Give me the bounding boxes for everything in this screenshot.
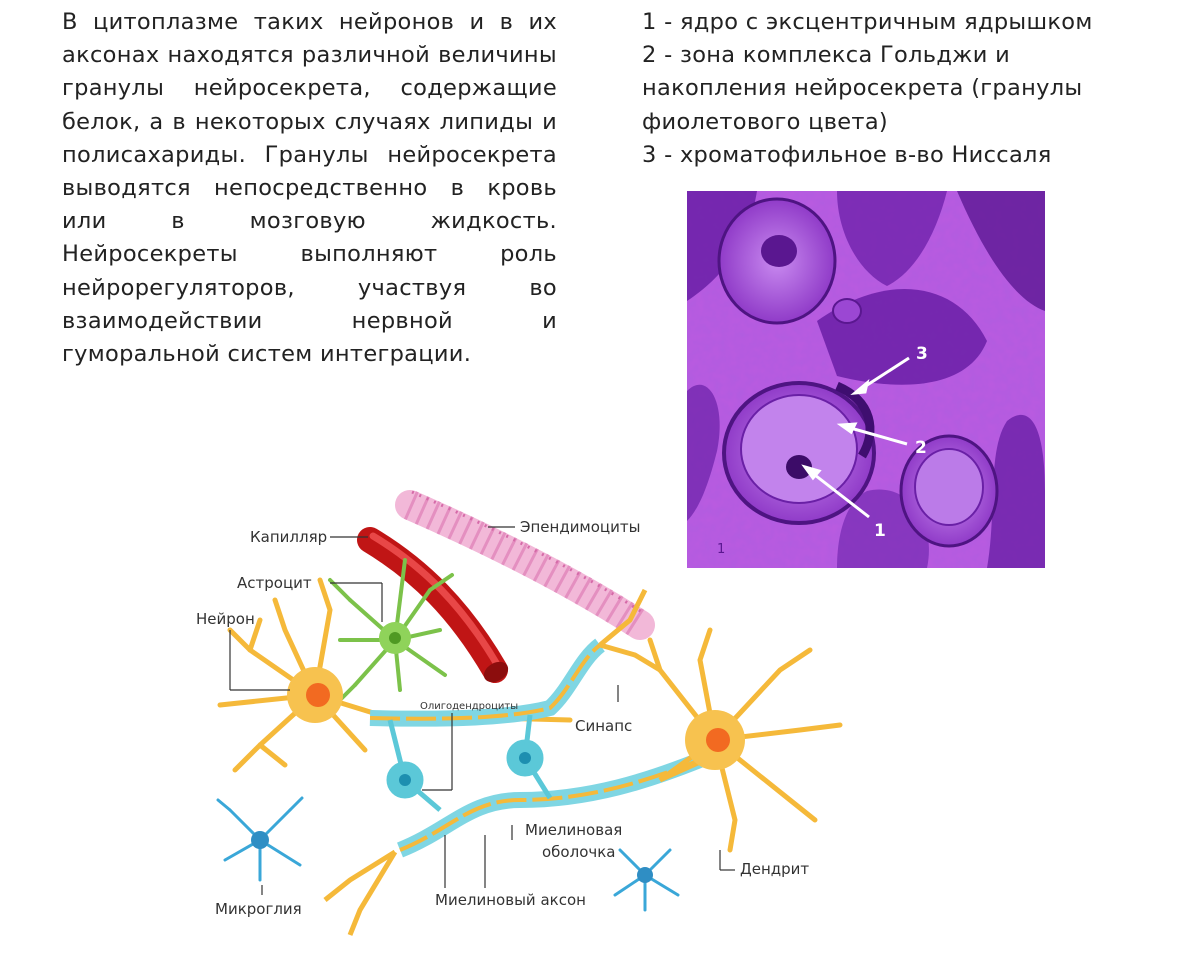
- legend-item-2-cont: накопления нейросекрета (гранулы: [642, 75, 1083, 102]
- label-neuron: Нейрон: [196, 610, 255, 628]
- oligodendrocyte-illustration: [386, 714, 553, 812]
- label-capillary: Капилляр: [250, 528, 327, 546]
- micrograph-legend: 1 - ядро с эксцентричным ядрышком 2 - зо…: [642, 6, 1182, 172]
- legend-item-2: 2 - зона комплекса Гольджи и: [642, 42, 1011, 69]
- neuron-left-illustration: [217, 577, 573, 773]
- micrograph-corner-mark: 1: [717, 542, 725, 557]
- legend-item-1: 1 - ядро с эксцентричным ядрышком: [642, 9, 1093, 35]
- legend-item-2-cont2: фиолетового цвета): [642, 108, 888, 135]
- histology-micrograph: 3 2 1 1: [687, 191, 1045, 568]
- label-oligodendrocytes: Олигодендроциты: [420, 701, 518, 712]
- label-synapse: Синапс: [575, 717, 632, 735]
- label-myelin-sheath-line2: оболочка: [542, 843, 615, 861]
- microglia-illustration: [216, 796, 680, 912]
- label-microglia: Микроглия: [215, 900, 302, 918]
- body-paragraph: В цитоплазме таких нейронов и в их аксон…: [62, 9, 557, 368]
- legend-item-3: 3 - хроматофильное в-во Ниссаля: [642, 141, 1052, 168]
- marker-2: 2: [915, 438, 927, 458]
- capillary-illustration: [357, 527, 509, 683]
- label-dendrite: Дендрит: [740, 860, 809, 878]
- label-astrocyte: Астроцит: [237, 574, 312, 592]
- neuron-right-illustration: [632, 627, 843, 853]
- marker-3: 3: [916, 344, 928, 364]
- nerve-cells-diagram: Капилляр Астроцит Нейрон Эпендимоциты Ол…: [196, 490, 843, 936]
- label-myelinated-axon: Миелиновый аксон: [435, 891, 586, 909]
- marker-1: 1: [874, 521, 886, 541]
- ependymocytes-illustration: [395, 490, 655, 640]
- label-myelin-sheath-line1: Миелиновая: [525, 821, 622, 839]
- label-ependymocytes: Эпендимоциты: [520, 518, 640, 536]
- myelinated-axon-illustration: [323, 588, 703, 936]
